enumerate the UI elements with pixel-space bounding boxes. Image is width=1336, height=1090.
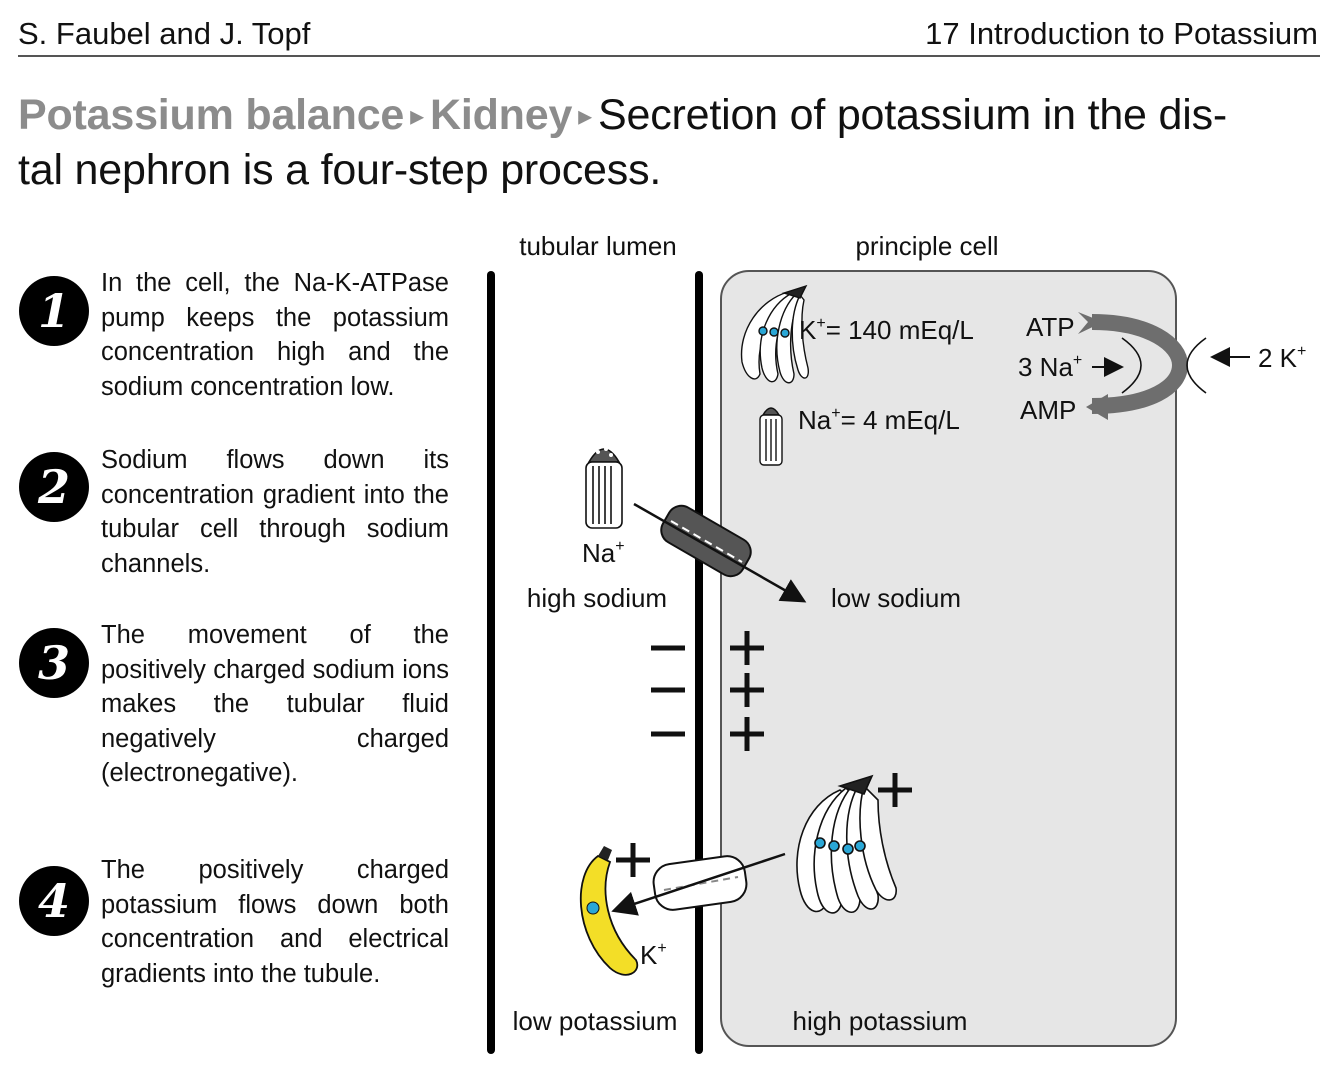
potassium-concentration-label: K+= 140 mEq/L [799, 315, 974, 345]
na-pump-label: 3 Na+ [1018, 352, 1082, 382]
high-sodium-label: high sodium [527, 583, 667, 613]
na-ion-label: Na+ [582, 538, 625, 568]
plus-sign-icon [730, 673, 764, 707]
na-k-atpase-pump [1078, 312, 1207, 420]
atp-arrow-icon [1078, 312, 1103, 334]
k-pump-label: 2 K+ [1258, 343, 1306, 373]
plus-sign-icon [878, 773, 912, 807]
amp-arrow-icon [1086, 394, 1108, 420]
salt-shaker-small-icon [759, 407, 783, 466]
potassium-flow-arrow-icon [611, 852, 786, 916]
principal-cell [720, 270, 1177, 1047]
amp-label: AMP [1020, 395, 1076, 425]
step-2-badge: 2 [19, 452, 89, 522]
step-1-text: In the cell, the Na-K-ATPase pump keeps … [101, 269, 449, 401]
page-title: Potassium balance▸Kidney▸Secretion of po… [18, 88, 1318, 197]
header-authors: S. Faubel and J. Topf [18, 16, 311, 51]
step-3-badge: 3 [19, 628, 89, 698]
high-potassium-label: high potassium [793, 1006, 968, 1036]
sodium-flow-arrow-icon [633, 502, 807, 603]
sodium-concentration-label: Na+= 4 mEq/L [798, 405, 960, 435]
salt-shaker-large-icon [585, 447, 623, 529]
step-4-text: The positively charged potassium flows d… [101, 856, 449, 988]
plus-sign-icon [730, 631, 764, 665]
breadcrumb-kidney: Kidney [430, 91, 573, 139]
lumen-label: tubular lumen [519, 231, 677, 261]
breadcrumb-separator-icon: ▸ [578, 100, 593, 131]
atp-label: ATP [1026, 312, 1075, 342]
step-1-badge: 1 [19, 276, 89, 346]
plus-sign-icon [616, 843, 650, 877]
cell-label: principle cell [855, 231, 998, 261]
banana-bunch-small-icon [740, 284, 810, 384]
title-line-1: Secretion of potassium in the dis- [598, 91, 1227, 139]
breadcrumb-separator-icon: ▸ [410, 100, 424, 131]
plus-sign-icon [730, 717, 764, 751]
low-sodium-label: low sodium [831, 583, 961, 613]
banana-bunch-large-icon [796, 774, 897, 914]
banana-icon [579, 846, 639, 976]
pump-membrane-icon [1121, 337, 1207, 394]
positive-charges [730, 631, 764, 751]
step-3-text: The movement of the positively charged s… [101, 621, 449, 787]
step-2-text: Sodium flows down its concentration grad… [101, 446, 449, 578]
breadcrumb-potassium-balance: Potassium balance [18, 91, 405, 139]
header-divider [18, 55, 1320, 57]
negative-charges [651, 645, 685, 737]
title-line-2: tal nephron is a four-step process. [18, 146, 662, 194]
step-4-badge: 4 [19, 866, 89, 936]
k-ion-label: K+ [640, 940, 667, 970]
header-chapter: 17 Introduction to Potassium [925, 16, 1318, 51]
low-potassium-label: low potassium [513, 1006, 678, 1036]
